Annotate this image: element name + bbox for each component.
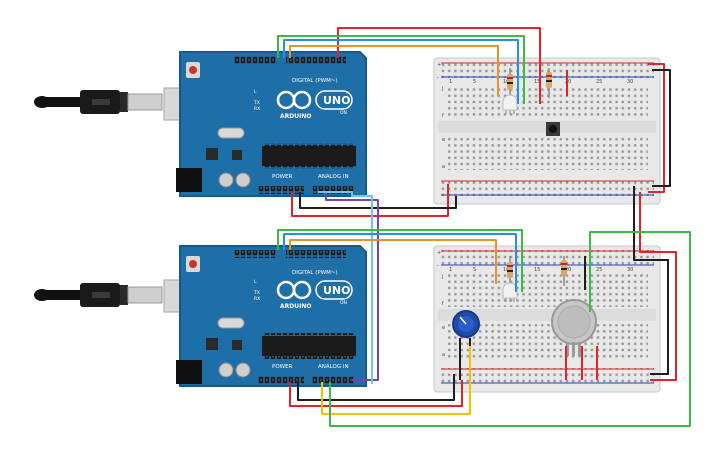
- bb1-col-5: 5: [473, 79, 476, 85]
- bb1-col-15: 15: [534, 79, 540, 85]
- bb1-plus-top: +: [437, 62, 441, 68]
- wire-black-rail-bottom[interactable]: [648, 259, 669, 375]
- led-l-label: L: [254, 89, 257, 95]
- wire-red-top[interactable]: [337, 27, 541, 104]
- bb2-col-25: 25: [596, 267, 602, 273]
- wire-red-rail-top[interactable]: [648, 63, 665, 193]
- usb-cable-icon: [34, 90, 163, 114]
- bb2-row-e: e: [442, 325, 445, 331]
- arduino-uno-bottom[interactable]: UNO ARDUINO DIGITAL (PWM~) POWER ANALOG …: [34, 245, 367, 387]
- bb1-row-a: a: [442, 164, 445, 170]
- wire-black-power-bottom[interactable]: [297, 374, 455, 401]
- wire-red-power-top[interactable]: [291, 184, 449, 217]
- digital-label: DIGITAL (PWM~): [292, 270, 338, 276]
- resistor-icon[interactable]: [546, 68, 552, 98]
- bb2-col-30: 30: [627, 267, 633, 273]
- bb2-col-15: 15: [534, 267, 540, 273]
- wire-orange-bottom[interactable]: [289, 239, 497, 284]
- bb2-row-a: a: [442, 352, 445, 358]
- arduino-logo: [276, 90, 353, 110]
- bb2-col-10: 10: [503, 267, 509, 273]
- wire-red-power-bottom[interactable]: [289, 380, 463, 407]
- led-tx-label: TX: [253, 290, 260, 296]
- rgb-led-icon[interactable]: [502, 94, 518, 114]
- power-label: POWER: [272, 364, 293, 370]
- bb1-col-25: 25: [596, 79, 602, 85]
- rgb-led-icon[interactable]: [502, 282, 518, 302]
- wire-orange-top[interactable]: [289, 45, 499, 96]
- wire-green-loop[interactable]: [329, 231, 691, 427]
- wire-blue-top[interactable]: [283, 39, 519, 104]
- uno-label: UNO: [323, 94, 351, 107]
- resistor-icon[interactable]: [507, 256, 513, 286]
- resistor-icon[interactable]: [507, 68, 513, 98]
- led-rx-label: RX: [254, 296, 260, 302]
- on-label: ON: [340, 300, 347, 306]
- wire-green-bottom[interactable]: [277, 229, 523, 292]
- wires: [277, 27, 691, 427]
- wire-red-link[interactable]: [639, 192, 658, 253]
- power-jack-icon: [176, 360, 202, 384]
- breadboard-bottom: [433, 245, 661, 393]
- microcontroller-chip: [262, 146, 356, 166]
- wire-cyan-top[interactable]: [318, 191, 373, 384]
- wire-black-link[interactable]: [633, 186, 648, 261]
- power-jack-icon: [176, 168, 202, 192]
- bb1-row-f: f: [442, 113, 444, 119]
- arduino-label: ARDUINO: [280, 303, 311, 310]
- bb1-col-1: 1: [449, 79, 452, 85]
- bb1-col-30: 30: [627, 79, 633, 85]
- bb1-row-e: e: [442, 137, 445, 143]
- bb1-col-10: 10: [503, 79, 509, 85]
- bb2-row-f: f: [442, 301, 444, 307]
- led-l-label: L: [254, 279, 257, 285]
- bb2-minus-top: -: [437, 263, 439, 269]
- bb1-col-20: 20: [565, 79, 571, 85]
- bb1-minus-top: -: [437, 75, 439, 81]
- wire-blue-bottom[interactable]: [283, 233, 517, 292]
- on-label: ON: [340, 110, 347, 116]
- resistor-icon[interactable]: [561, 256, 567, 286]
- gas-sensor-icon[interactable]: [551, 299, 597, 356]
- bb2-row-j: j: [441, 274, 443, 280]
- arduino-label: ARDUINO: [280, 113, 311, 120]
- power-label: POWER: [272, 174, 293, 180]
- bb2-col-5: 5: [473, 267, 476, 273]
- bb2-plus-top: +: [437, 250, 441, 256]
- arduino-uno-top[interactable]: UNO ARDUINO DIGITAL (PWM~) POWER ANALOG …: [34, 51, 367, 197]
- led-tx-label: TX: [253, 100, 260, 106]
- wire-green-top[interactable]: [277, 35, 525, 104]
- potentiometer-icon[interactable]: [452, 310, 480, 338]
- usb-cable-icon: [34, 283, 163, 307]
- analog-label: ANALOG IN: [318, 364, 349, 370]
- wire-red-rail-bottom[interactable]: [650, 251, 677, 381]
- microcontroller-chip: [262, 336, 356, 356]
- wire-purple-top[interactable]: [325, 192, 379, 381]
- bb2-col-1: 1: [449, 267, 452, 273]
- arduino-logo: [276, 280, 353, 300]
- analog-label: ANALOG IN: [318, 174, 349, 180]
- digital-label: DIGITAL (PWM~): [292, 78, 338, 84]
- wire-black-rail-top[interactable]: [652, 69, 671, 187]
- uno-label: UNO: [323, 284, 351, 297]
- bb1-row-j: j: [441, 86, 443, 92]
- breadboard-top: [433, 57, 661, 205]
- led-rx-label: RX: [254, 106, 260, 112]
- pushbutton-icon[interactable]: [546, 122, 560, 136]
- bb2-col-20: 20: [565, 267, 571, 273]
- wire-yellow-bottom[interactable]: [321, 346, 471, 415]
